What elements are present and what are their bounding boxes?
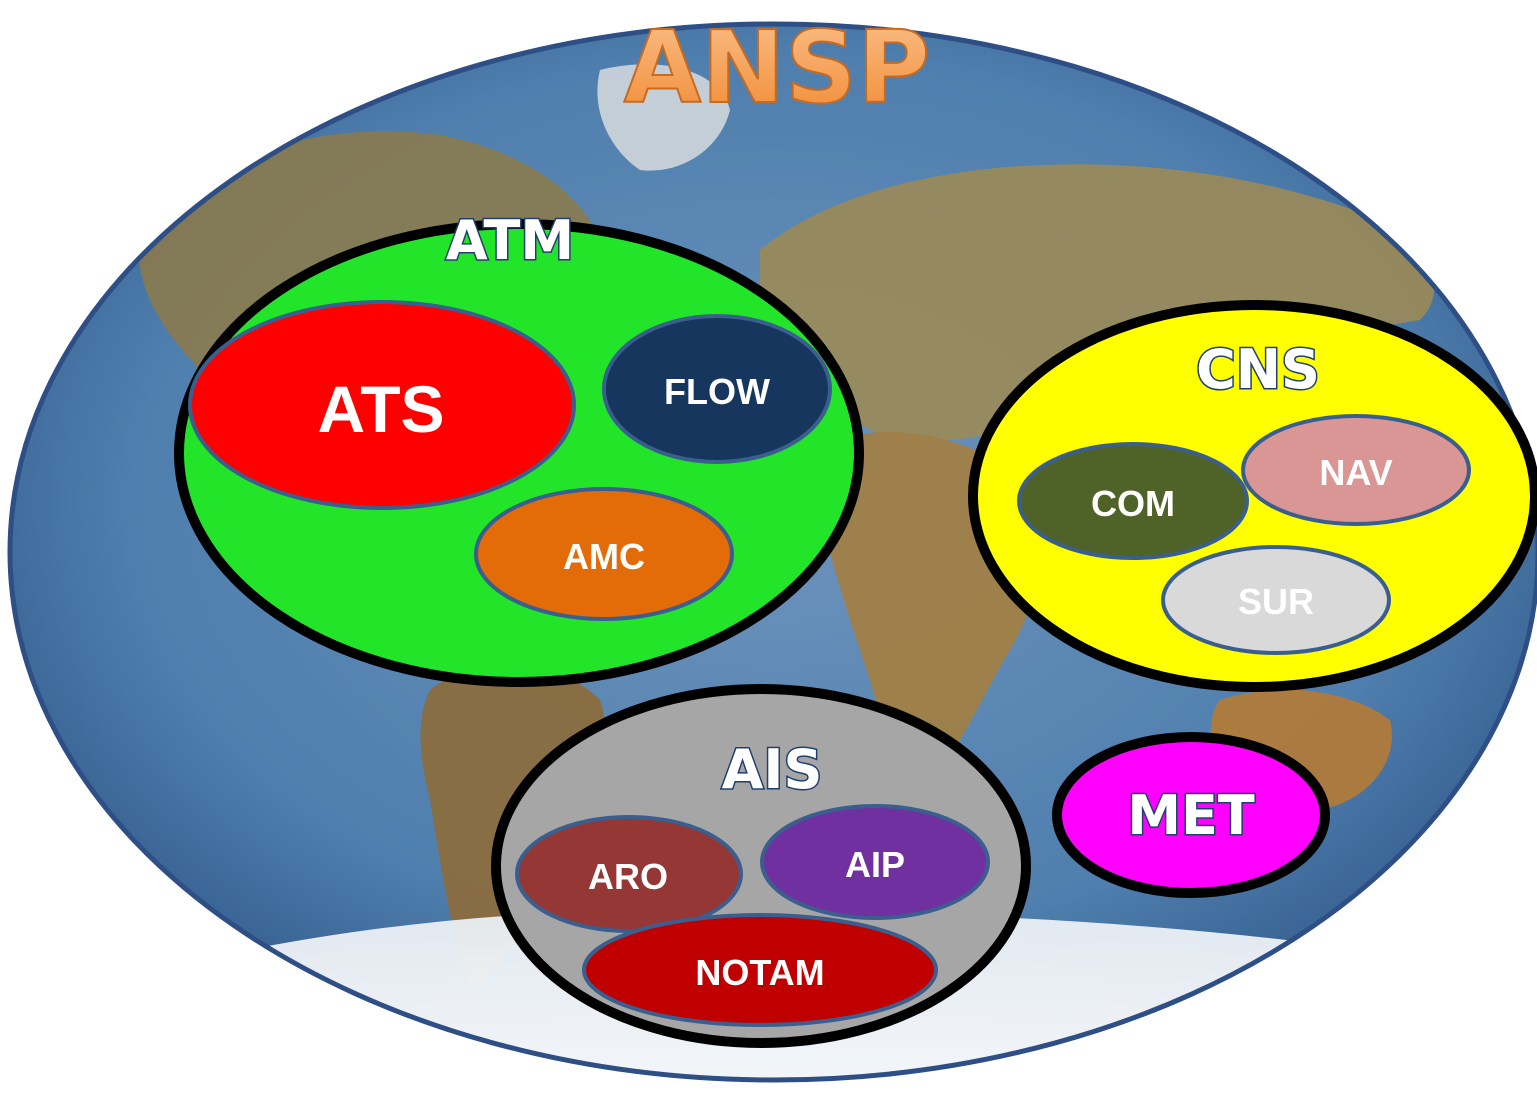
met-label: MET xyxy=(1127,784,1255,847)
aip-label: AIP xyxy=(845,844,905,885)
aro-label: ARO xyxy=(588,856,668,897)
notam-ellipse xyxy=(582,913,938,1027)
aip-ellipse xyxy=(760,804,990,920)
com-ellipse xyxy=(1017,442,1249,560)
atm-label: ATM xyxy=(446,209,574,272)
nav-ellipse xyxy=(1241,414,1471,526)
sur-label: SUR xyxy=(1238,581,1314,622)
met-group: MET xyxy=(1052,732,1330,898)
globe-border xyxy=(7,21,1537,1083)
com-label: COM xyxy=(1091,483,1175,524)
ats-ellipse xyxy=(188,300,576,510)
notam-label: NOTAM xyxy=(695,952,824,993)
eurasia-land xyxy=(760,164,1435,441)
amc-ellipse xyxy=(474,487,734,621)
atm-group: ATM ATS FLOW AMC xyxy=(174,208,864,687)
ais-group: AIS ARO AIP NOTAM xyxy=(491,684,1031,1048)
cns-label: CNS xyxy=(1196,338,1320,401)
cns-group: CNS COM NAV SUR xyxy=(968,300,1537,692)
amc-label: AMC xyxy=(563,536,645,577)
greenland-land xyxy=(597,64,730,171)
diagram-title: ANSP xyxy=(624,9,930,126)
flow-ellipse xyxy=(602,314,832,464)
met-ellipse xyxy=(1052,732,1330,898)
flow-label: FLOW xyxy=(664,371,770,412)
nav-label: NAV xyxy=(1319,452,1392,493)
sur-ellipse xyxy=(1161,545,1391,655)
aro-ellipse xyxy=(515,815,743,933)
ais-label: AIS xyxy=(722,738,823,801)
ats-label: ATS xyxy=(317,372,444,446)
